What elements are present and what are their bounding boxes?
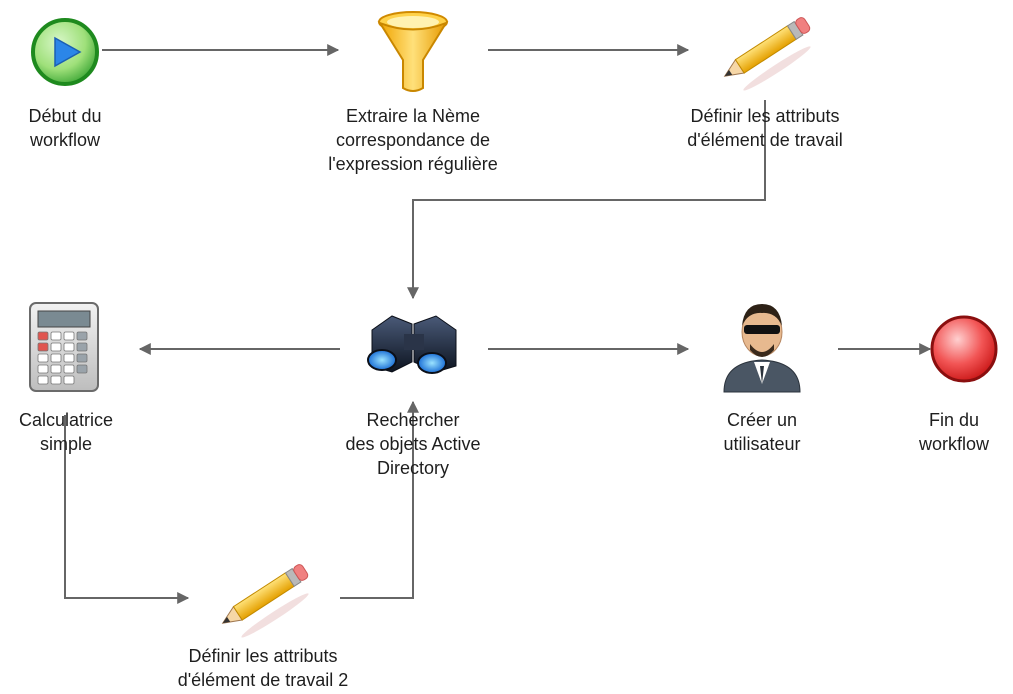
calculator-icon (29, 302, 99, 392)
calculator-key (50, 375, 62, 385)
node-start[interactable] (31, 18, 99, 86)
play-start-icon (31, 18, 99, 86)
user-agent-icon (723, 304, 801, 393)
connector-set-attr-1-to-search-ad[interactable] (407, 100, 766, 300)
calculator-key (63, 353, 75, 363)
calculator-key (37, 331, 49, 341)
connector-set-attr-2-to-search-ad[interactable] (340, 400, 419, 599)
calculator-key (37, 375, 49, 385)
label-set-attr-1: Définir les attributs d'élément de trava… (687, 106, 843, 150)
calculator-key (63, 342, 75, 352)
calculator-key (76, 353, 88, 363)
calculator-key (50, 331, 62, 341)
calculator-key (76, 331, 88, 341)
label-search-ad: Rechercher des objets Active Directory (345, 410, 481, 478)
node-extract[interactable] (377, 11, 449, 92)
calculator-key (50, 353, 62, 363)
calculator-key (76, 364, 88, 374)
calculator-key (63, 375, 75, 385)
binoculars-icon (367, 315, 457, 374)
label-create-user: Créer un utilisateur (723, 410, 801, 454)
pencil-icon (723, 17, 811, 91)
label-calculator: Calculatrice simple (18, 410, 114, 454)
connector-calculator-to-set-attr-2[interactable] (64, 415, 190, 604)
calculator-key (37, 364, 49, 374)
calculator-key (63, 331, 75, 341)
stop-end-icon (930, 315, 998, 383)
node-calculator[interactable] (29, 302, 99, 392)
node-end[interactable] (930, 315, 998, 383)
label-start: Début du workflow (28, 106, 102, 150)
calculator-key (50, 364, 62, 374)
calculator-key (50, 342, 62, 352)
label-end: Fin du workflow (918, 410, 989, 454)
node-set-attr-2[interactable] (218, 563, 319, 645)
calculator-key (37, 342, 49, 352)
node-search-ad[interactable] (367, 315, 457, 374)
calculator-key (63, 364, 75, 374)
connectors (64, 44, 932, 604)
label-set-attr-2: Définir les attributs d'élément de trava… (177, 646, 349, 690)
label-extract: Extraire la Nème correspondance de l'exp… (328, 106, 498, 174)
calculator-key (37, 353, 49, 363)
pencil-icon (221, 564, 309, 638)
calculator-key (76, 342, 88, 352)
node-create-user[interactable] (723, 304, 801, 393)
node-set-attr-1[interactable] (720, 16, 821, 98)
funnel-icon (377, 11, 449, 92)
